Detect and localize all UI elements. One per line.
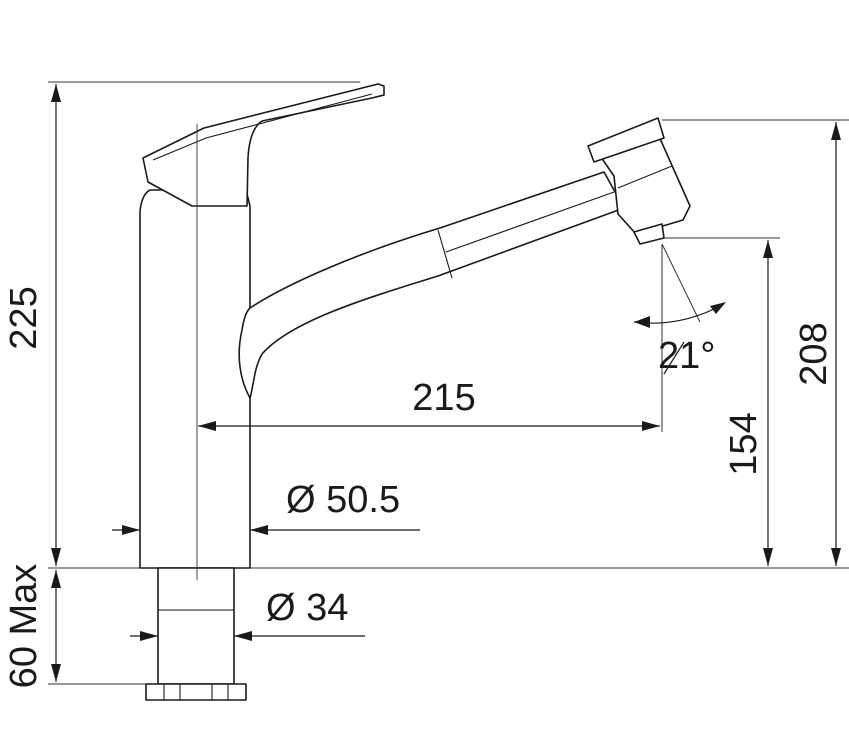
spout-hose-segment [437,229,453,279]
dimension-21-degrees [633,302,726,375]
label-spout-top-height: 208 [793,322,835,385]
dimension-34 [130,631,365,641]
mounting-shank [157,567,235,685]
dimension-215 [198,421,660,431]
label-body-diameter: Ø 50.5 [286,479,400,521]
nut-detail [163,684,229,700]
dimension-225 [51,84,61,566]
label-max-counter-thickness: 60 Max [3,564,45,689]
spray-head-cap [587,117,665,163]
spout-hose-inner [445,191,615,253]
faucet-handle [142,83,385,207]
extension-lines [48,81,849,685]
dimension-154 [763,240,773,566]
dimension-60-max [51,570,61,682]
label-spout-outlet-height: 154 [723,412,765,475]
label-spout-reach: 215 [412,377,475,419]
handle-inner-line [152,93,373,161]
label-total-height: 225 [3,286,45,349]
faucet-body [139,189,251,569]
dimension-208 [831,122,841,566]
label-spray-angle: 21° [658,335,715,377]
spray-head-detail [617,165,673,189]
faucet-outline [139,83,691,701]
faucet-spout [238,171,625,399]
dimension-50-5 [112,525,420,535]
label-shank-diameter: Ø 34 [266,587,348,629]
mounting-nut [145,683,247,701]
